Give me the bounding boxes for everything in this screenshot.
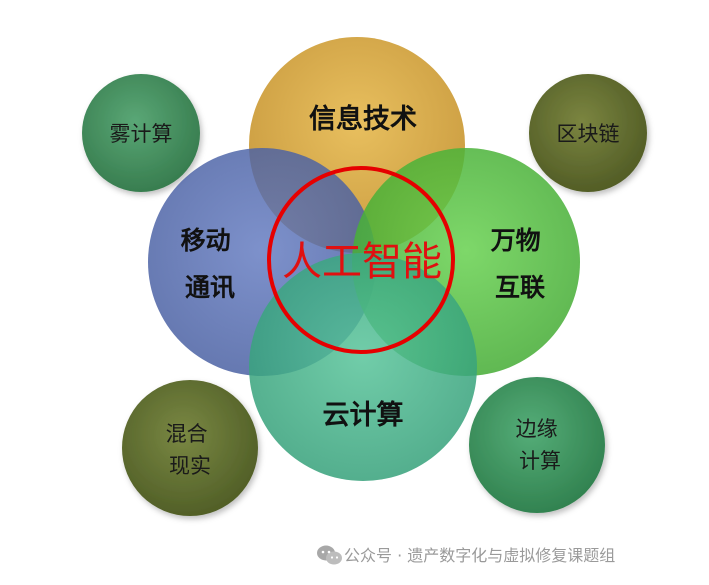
mobile-comm-line-1: 移动 [181, 226, 231, 255]
blockchain-label: 区块链 [557, 122, 620, 146]
iot-line-1: 万物 [491, 226, 541, 255]
wechat-icon [317, 545, 342, 565]
mixed-reality-line-1: 混合 [166, 422, 208, 446]
blockchain-circle [529, 74, 647, 192]
iot-line-2: 互联 [495, 273, 545, 302]
cloud-circle [249, 253, 477, 481]
fog-computing-label: 雾计算 [110, 122, 173, 146]
edge-computing-circle [469, 377, 605, 513]
mobile-comm-label: 移动 通讯 [181, 226, 240, 302]
mixed-reality-circle [122, 380, 258, 516]
mixed-reality-line-2: 现实 [169, 454, 211, 478]
mixed-reality-label: 混合 现实 [166, 422, 215, 478]
edge-computing-label: 边缘 计算 [516, 417, 565, 473]
iot-label: 万物 互联 [491, 226, 550, 302]
watermark-text: 公众号 · 遗产数字化与虚拟修复课题组 [344, 546, 615, 565]
fog-computing-circle [82, 74, 200, 192]
info-tech-label: 信息技术 [309, 103, 417, 135]
edge-computing-line-1: 边缘 [516, 417, 558, 441]
mobile-comm-line-2: 通讯 [185, 273, 235, 302]
ai-center-label: 人工智能 [282, 239, 442, 285]
cloud-label: 云计算 [323, 399, 404, 431]
edge-computing-line-2: 计算 [519, 449, 561, 473]
ai-center-ring [267, 166, 455, 354]
watermark: 公众号 · 遗产数字化与虚拟修复课题组 [317, 545, 615, 565]
